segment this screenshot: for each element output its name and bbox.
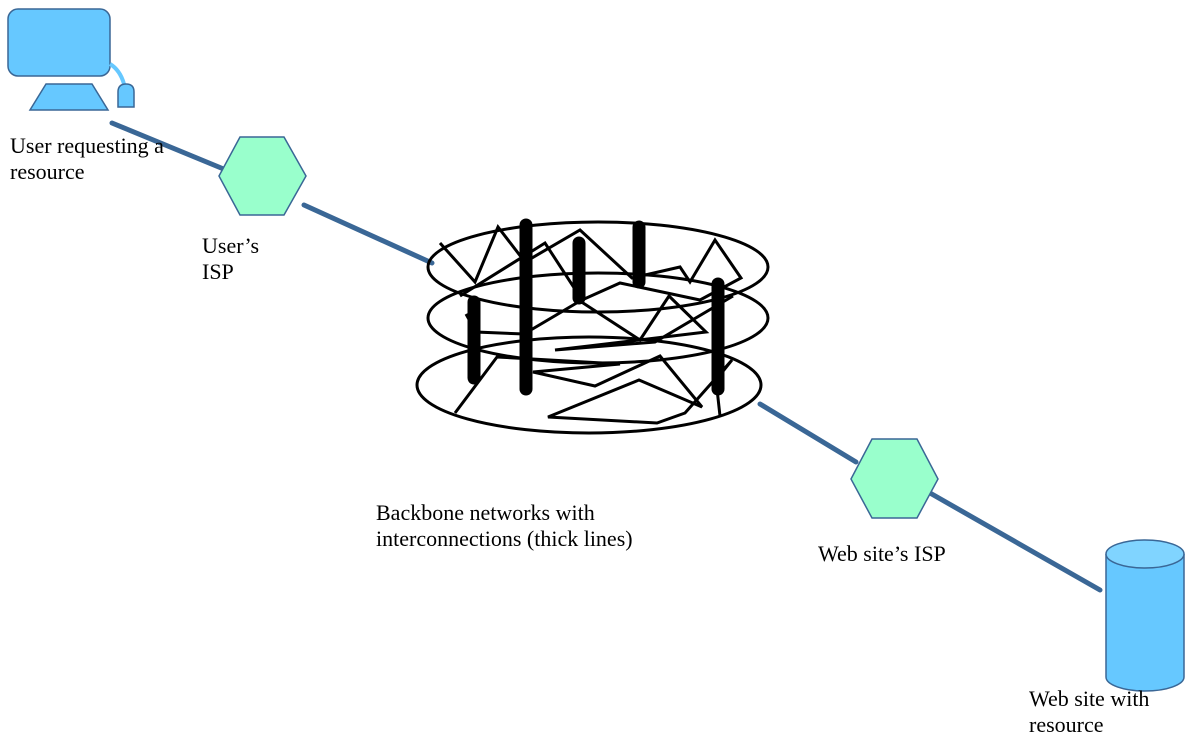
website-label: Web site with resource	[1029, 686, 1150, 737]
mouse-shape	[117, 83, 135, 108]
keyboard-shape	[28, 83, 110, 111]
backbone-interconnections	[467, 218, 725, 396]
backbone-networks	[415, 220, 770, 435]
monitor-shape	[7, 8, 111, 77]
mouse-cable	[108, 62, 126, 85]
backbone-mesh-top	[438, 224, 744, 302]
cylinder-body	[1105, 554, 1185, 692]
connection-links	[109, 120, 1103, 593]
cylinder-top	[1105, 539, 1185, 569]
link-website-isp-to-website	[927, 490, 1103, 593]
link-isp-to-backbone	[301, 202, 435, 266]
computer-icon	[7, 8, 135, 111]
link-user-to-isp	[109, 120, 229, 173]
user-isp-label: User’s ISP	[202, 233, 260, 284]
user-isp-hexagon-icon	[218, 136, 307, 216]
backbone-label: Backbone networks with interconnections …	[376, 500, 633, 551]
user-label: User requesting a resource	[10, 133, 164, 184]
backbone-ring-bottom	[415, 335, 763, 435]
website-isp-label: Web site’s ISP	[818, 541, 946, 566]
website-isp-hexagon-icon	[850, 438, 939, 519]
backbone-mesh-middle	[464, 293, 734, 352]
database-cylinder-icon	[1105, 539, 1185, 692]
link-backbone-to-website-isp	[757, 401, 859, 465]
backbone-mesh-bottom	[453, 354, 734, 425]
